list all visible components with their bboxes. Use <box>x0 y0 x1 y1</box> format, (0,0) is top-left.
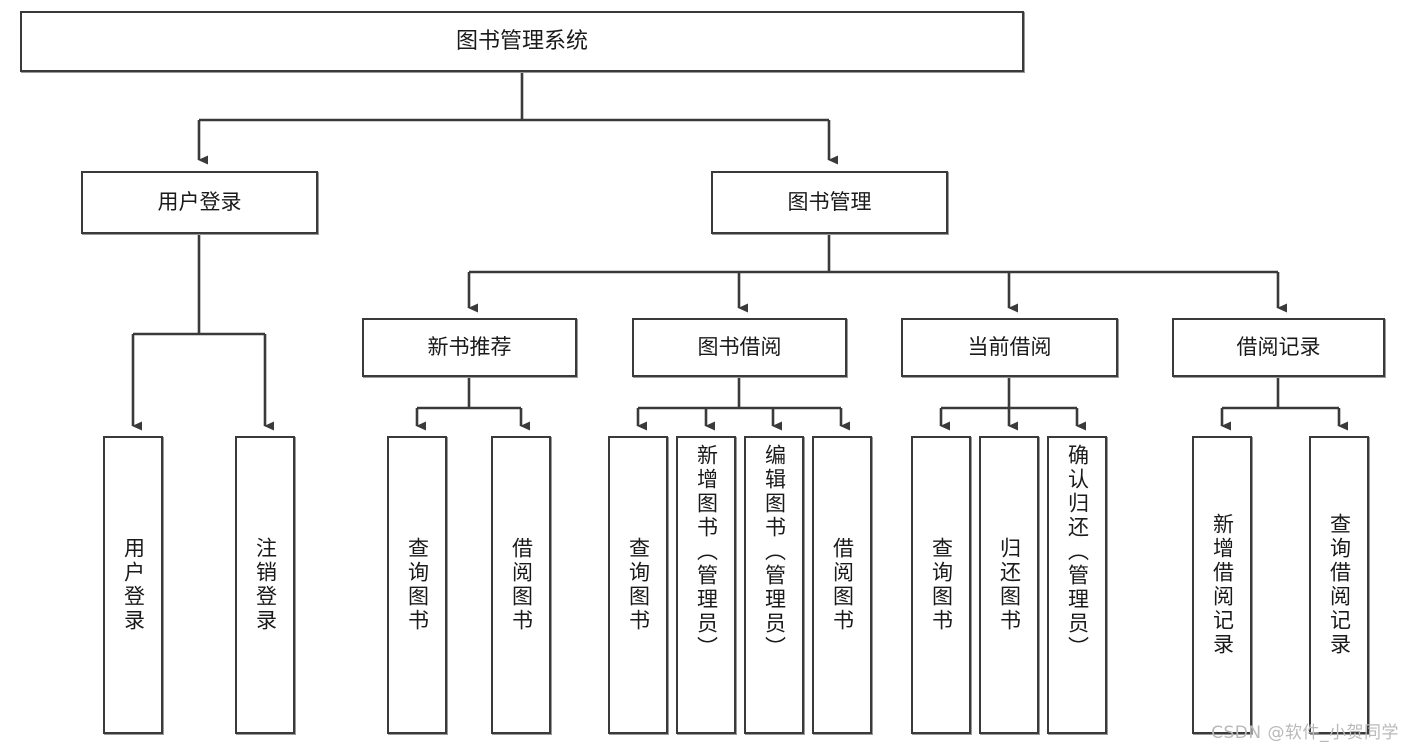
node-book-management[interactable]: 图书管理 <box>711 171 948 234</box>
leaf-user-login-login[interactable]: 用户登录 <box>103 436 163 734</box>
leaf-record-add-record[interactable]: 新增借阅记录 <box>1192 436 1252 734</box>
node-label: 图书管理 <box>787 190 872 215</box>
leaf-current-return-book[interactable]: 归还图书 <box>979 436 1039 734</box>
leaf-borrow-edit-book-admin[interactable]: 编辑图书（管理员） <box>744 436 804 734</box>
node-label: 确认归还（管理员） <box>1065 444 1090 660</box>
node-label: 新增借阅记录 <box>1210 513 1235 657</box>
node-label: 用户登录 <box>157 190 242 215</box>
node-label: 借阅记录 <box>1236 335 1321 360</box>
leaf-record-query-record[interactable]: 查询借阅记录 <box>1309 436 1369 734</box>
node-label: 查询图书 <box>929 537 954 633</box>
leaf-current-query-book[interactable]: 查询图书 <box>911 436 971 734</box>
node-label: 编辑图书（管理员） <box>762 444 787 660</box>
node-label: 新增图书（管理员） <box>694 444 719 660</box>
node-label: 新书推荐 <box>427 335 512 360</box>
node-label: 图书管理系统 <box>455 28 588 54</box>
leaf-current-confirm-return-admin[interactable]: 确认归还（管理员） <box>1047 436 1107 734</box>
leaf-recommend-query-book[interactable]: 查询图书 <box>387 436 447 734</box>
node-label: 借阅图书 <box>830 537 855 633</box>
node-current-borrow[interactable]: 当前借阅 <box>901 318 1118 377</box>
leaf-recommend-borrow-book[interactable]: 借阅图书 <box>491 436 551 734</box>
leaf-borrow-add-book-admin[interactable]: 新增图书（管理员） <box>676 436 736 734</box>
node-book-borrow[interactable]: 图书借阅 <box>632 318 847 377</box>
leaf-borrow-borrow-book[interactable]: 借阅图书 <box>812 436 872 734</box>
node-label: 图书借阅 <box>697 335 782 360</box>
node-label: 查询图书 <box>626 537 651 633</box>
node-label: 借阅图书 <box>509 537 534 633</box>
node-root-system[interactable]: 图书管理系统 <box>20 11 1024 72</box>
leaf-user-login-logout[interactable]: 注销登录 <box>235 436 295 734</box>
node-borrow-record[interactable]: 借阅记录 <box>1172 318 1385 377</box>
node-label: 用户登录 <box>121 537 146 633</box>
node-new-book-recommend[interactable]: 新书推荐 <box>362 318 577 377</box>
node-label: 查询图书 <box>405 537 430 633</box>
node-label: 查询借阅记录 <box>1327 513 1352 657</box>
node-label: 注销登录 <box>253 537 278 633</box>
node-label: 归还图书 <box>997 537 1022 633</box>
node-label: 当前借阅 <box>967 335 1052 360</box>
csdn-watermark: CSDN @软件_小贺同学 <box>1211 723 1399 743</box>
leaf-borrow-query-book[interactable]: 查询图书 <box>608 436 668 734</box>
node-user-login[interactable]: 用户登录 <box>81 171 318 234</box>
